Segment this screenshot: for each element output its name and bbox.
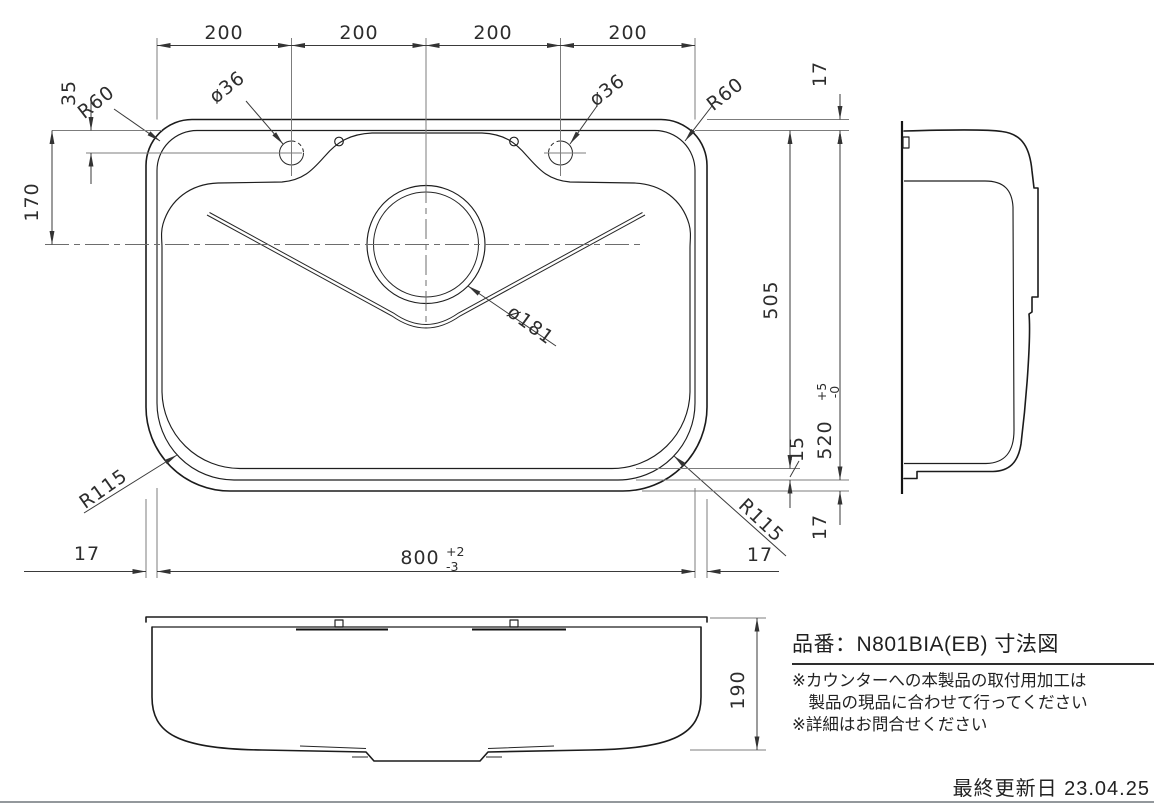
- side-outer-profile: [903, 129, 1039, 480]
- dia181-label: ø181: [503, 301, 558, 349]
- r115-left-label: R115: [75, 465, 131, 514]
- dim17-right-label: 17: [747, 544, 773, 566]
- dim-200-2: 200: [339, 22, 378, 44]
- r115-right-label: R115: [734, 494, 788, 547]
- dim800-tol-plus: +2: [446, 544, 464, 559]
- faucet-hole-left: [279, 140, 304, 166]
- plan-cutout-outline: [156, 129, 696, 481]
- dim17-tr-label: 17: [809, 61, 831, 87]
- dim520-tol-plus: +5: [814, 383, 829, 401]
- dia36-right-label: ø36: [585, 70, 629, 111]
- front-view: 190: [145, 616, 766, 762]
- notes: ※カウンターへの本製品の取付用加工は 製品の現品に合わせて行ってください ※詳細…: [792, 670, 1154, 736]
- note-line-3: ※詳細はお問合せください: [792, 716, 988, 734]
- side-clip: [902, 136, 910, 149]
- dim520-tol-minus: -0: [827, 386, 842, 399]
- dim15-leader: [789, 460, 800, 478]
- side-inner-profile: [904, 180, 1015, 465]
- dia36-left-leader: [245, 100, 284, 145]
- dim-200-1: 200: [204, 22, 243, 44]
- dim505-label: 505: [760, 280, 782, 319]
- dim35-label: 35: [58, 80, 80, 106]
- dim170-label: 170: [21, 182, 43, 221]
- dim17-left-label: 17: [74, 543, 100, 565]
- front-flange-line: [145, 616, 708, 623]
- dim15-label: 15: [786, 436, 808, 462]
- dia181-leader: [467, 285, 557, 347]
- dia36-right-leader: [569, 105, 598, 145]
- r115-right-leader: [673, 455, 787, 557]
- plan-bowl-outline: [160, 132, 692, 470]
- side-view: [900, 121, 1039, 494]
- dim800-label: 800: [400, 547, 439, 569]
- dim520-label: 520: [814, 420, 836, 459]
- dim-200-3: 200: [473, 22, 512, 44]
- front-clip-right: [509, 619, 519, 628]
- r115-left-leader: [83, 454, 178, 514]
- top-chain-extension-lines: [156, 38, 696, 183]
- front-body-outline: [151, 626, 702, 762]
- plan-outer-outline: [145, 118, 708, 492]
- part-number-title: 品番：N801BIA(EB) 寸法図: [792, 628, 1154, 665]
- r60-left-leader: [113, 108, 161, 142]
- note-line-1: ※カウンターへの本製品の取付用加工は: [792, 672, 1087, 690]
- dia36-left-label: ø36: [205, 67, 249, 108]
- last-updated-date: 最終更新日 23.04.25: [952, 778, 1150, 800]
- r60-left-label: R60: [74, 81, 119, 123]
- dim190-label: 190: [727, 670, 749, 709]
- dim17-br-label: 17: [809, 514, 831, 540]
- clip-hole-right: [509, 136, 519, 147]
- note-line-2: 製品の現品に合わせて行ってください: [792, 694, 1088, 712]
- dim800-tol-minus: -3: [446, 559, 458, 574]
- front-bottom-inner-lines: [299, 745, 555, 758]
- bottom-divider-line: [0, 801, 1154, 803]
- front-clip-left: [334, 619, 344, 628]
- right-extension-lines: [636, 119, 849, 492]
- r60-right-leader: [684, 105, 713, 142]
- faucet-hole-right: [548, 140, 573, 166]
- bottom-extension-lines: [145, 488, 708, 578]
- dim-200-4: 200: [608, 22, 647, 44]
- clip-hole-left: [334, 136, 344, 147]
- title-block: 品番：N801BIA(EB) 寸法図 ※カウンターへの本製品の取付用加工は 製品…: [792, 628, 1154, 736]
- plan-view: 200 200 200 200 R60 R60 ø36 ø36 35 170 ø…: [21, 22, 849, 578]
